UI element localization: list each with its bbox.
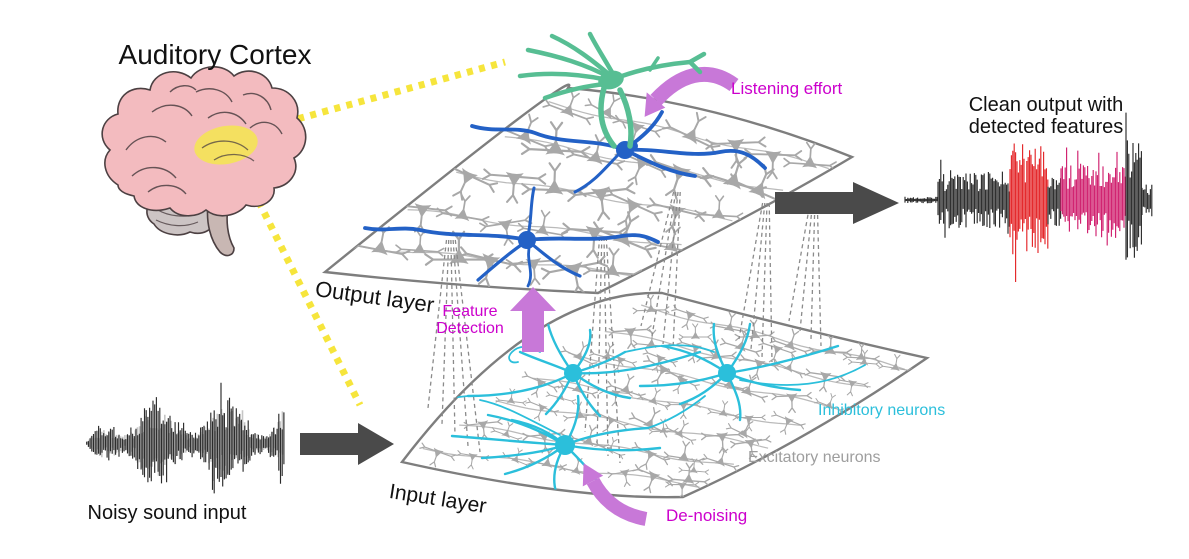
- clean-output-label: Clean output with detected features: [968, 94, 1124, 138]
- brainstem: [206, 203, 235, 257]
- excitatory-neuron-field-output: [349, 84, 839, 293]
- clean-output-waveform: [904, 112, 1153, 282]
- excitatory-neurons-label: Excitatory neurons: [748, 449, 881, 466]
- highlight-gyri: [201, 140, 255, 162]
- noisy-input-waveform: [86, 382, 285, 494]
- cortex-gyri: [125, 85, 283, 195]
- brain-illustration: [101, 66, 307, 257]
- noisy-input-label: Noisy sound input: [87, 502, 247, 524]
- blue-neurons: [363, 110, 767, 288]
- inhibitory-neurons-label: Inhibitory neurons: [818, 402, 946, 419]
- denoising-label: De-noising: [666, 506, 748, 525]
- denoising-arrow: [582, 463, 648, 526]
- green-neuron: [517, 31, 707, 149]
- feature-detection-arrow: [510, 287, 556, 352]
- listening-effort-label: Listening effort: [731, 79, 843, 98]
- feature-detection-label: Feature Detection: [436, 303, 504, 338]
- output-flow-arrow: [775, 182, 899, 224]
- auditory-cortex-title: Auditory Cortex: [118, 39, 312, 70]
- output-layer-sheet: [322, 83, 855, 295]
- listening-effort-arrow: [644, 66, 739, 117]
- interlayer-dashed-connections: [427, 191, 822, 464]
- input-flow-arrow: [300, 423, 394, 465]
